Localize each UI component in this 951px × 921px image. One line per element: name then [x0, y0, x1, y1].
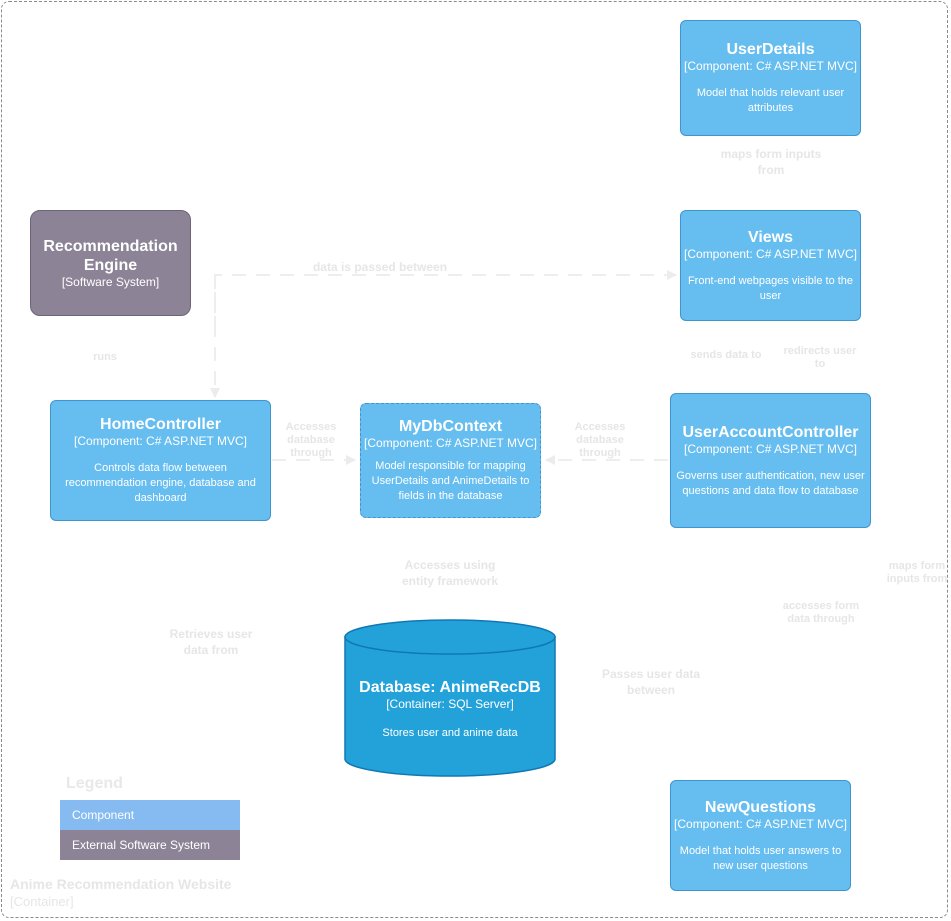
edge-label-passes-user-data: Passes user data between	[601, 667, 701, 697]
edge-label-accesses-form-data: accesses form data through	[782, 600, 860, 625]
my-db-context-node[interactable]: MyDbContext [Component: C# ASP.NET MVC] …	[360, 403, 541, 518]
legend-item-external: External Software System	[60, 830, 240, 860]
node-title: UserAccountController	[682, 423, 859, 441]
database-cylinder[interactable]	[344, 619, 556, 779]
boundary-title: Anime Recommendation Website	[10, 876, 232, 892]
node-title: Recommendation Engine	[43, 237, 178, 274]
node-title: Database: AnimeRecDB	[359, 679, 541, 696]
node-technology: [Component: C# ASP.NET MVC]	[684, 246, 857, 261]
node-title: MyDbContext	[398, 418, 503, 435]
edge-label-accesses-left: Accesses database through	[285, 421, 337, 459]
edge-label-accesses-right: Accesses database through	[574, 421, 626, 459]
node-description: Controls data flow between recommendatio…	[65, 462, 256, 504]
node-description: Governs user authentication, new user qu…	[676, 469, 865, 497]
node-description: Model responsible for mapping UserDetail…	[371, 460, 530, 502]
user-details-node[interactable]: UserDetails [Component: C# ASP.NET MVC] …	[680, 20, 861, 136]
node-technology: [Component: C# ASP.NET MVC]	[674, 816, 847, 831]
node-title: NewQuestions	[704, 798, 817, 816]
node-technology: [Component: C# ASP.NET MVC]	[684, 441, 857, 456]
edge-label-sends-data: sends data to	[690, 349, 762, 361]
recommendation-engine-node[interactable]: Recommendation Engine [Software System]	[30, 210, 191, 316]
edge-label-accesses-entity: Accesses using entity framework	[401, 558, 499, 588]
boundary-subtitle: [Container]	[10, 894, 74, 909]
home-controller-node[interactable]: HomeController [Component: C# ASP.NET MV…	[50, 400, 271, 521]
edge-label-maps-form-inputs: maps form inputs from	[720, 147, 822, 177]
user-account-controller-node[interactable]: UserAccountController [Component: C# ASP…	[670, 393, 871, 528]
node-description: Model that holds relevant user attribute…	[696, 87, 845, 114]
node-title: HomeController	[100, 416, 221, 433]
node-technology: [Container: SQL Server]	[386, 697, 514, 711]
node-technology: [Component: C# ASP.NET MVC]	[684, 59, 857, 73]
node-technology: [Component: C# ASP.NET MVC]	[364, 436, 537, 450]
legend-item-component: Component	[60, 800, 240, 830]
edge-label-maps-form-inputs-right: maps form inputs from	[886, 560, 948, 585]
views-node[interactable]: Views [Component: C# ASP.NET MVC] Front-…	[680, 210, 861, 321]
edge-label-data-passed: data is passed between	[312, 260, 448, 274]
node-title: Views	[747, 228, 794, 246]
node-technology: [Component: C# ASP.NET MVC]	[74, 434, 247, 448]
edge-label-runs: runs	[93, 351, 117, 363]
edge-label-redirects-user: redirects user to	[783, 345, 857, 370]
edge-label-retrieves-user: Retrieves user data from	[169, 627, 253, 657]
edge-data-passed	[214, 270, 677, 330]
node-title: UserDetails	[726, 41, 815, 58]
new-questions-node[interactable]: NewQuestions [Component: C# ASP.NET MVC]…	[670, 780, 851, 891]
node-technology: [Software System]	[61, 274, 160, 289]
legend-title: Legend	[66, 775, 123, 792]
node-description: Stores user and anime data	[382, 727, 518, 739]
node-description: Model that holds user answers to new use…	[679, 844, 842, 872]
database-node[interactable]: Database: AnimeRecDB [Container: SQL Ser…	[345, 678, 555, 741]
node-description: Front-end webpages visible to the user	[687, 274, 854, 302]
